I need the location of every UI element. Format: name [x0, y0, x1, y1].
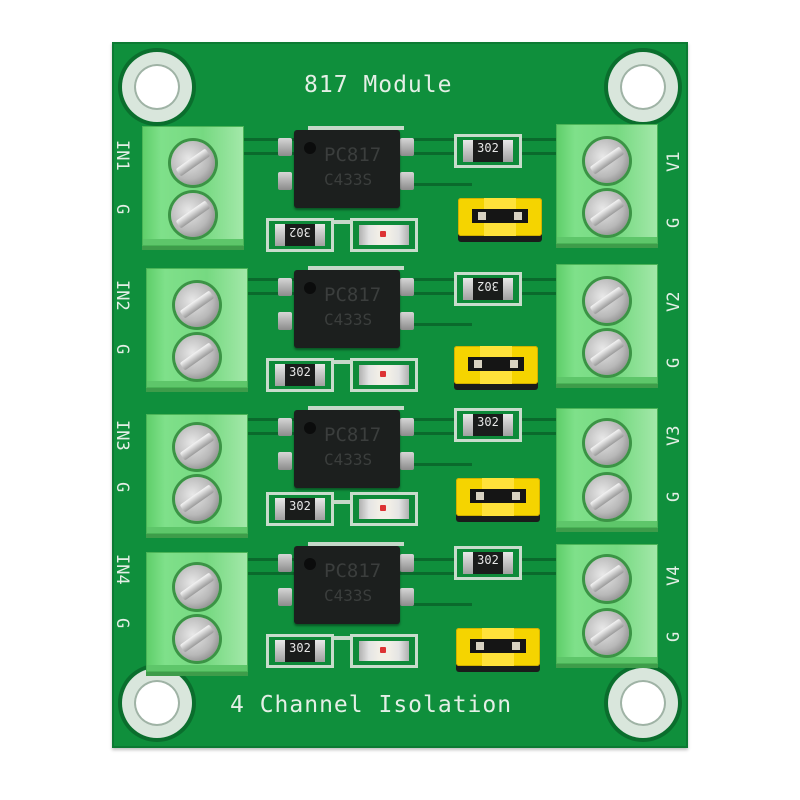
jumper-cap-3[interactable] [456, 478, 540, 516]
resistor-top-3: 302 [454, 408, 522, 442]
output-ground-label-2: G [664, 357, 684, 368]
output-ground-label-4: G [664, 631, 684, 642]
terminal-screw[interactable] [175, 617, 219, 661]
output-label-v4: V4 [664, 565, 684, 586]
resistor-bottom-2: 302 [266, 358, 334, 392]
board-title: 817 Module [304, 72, 453, 98]
output-ground-label-1: G [664, 217, 684, 228]
indicator-led-2 [350, 358, 418, 392]
terminal-screw[interactable] [175, 283, 219, 327]
terminal-screw[interactable] [585, 191, 629, 235]
resistor-bottom-4: 302 [266, 634, 334, 668]
jumper-cap-2[interactable] [454, 346, 538, 384]
output-terminal-block-1[interactable] [553, 121, 661, 249]
optocoupler-chip-1: PC817 C433S [294, 130, 400, 208]
resistor-top-2: 302 [454, 272, 522, 306]
optocoupler-chip-2: PC817 C433S [294, 270, 400, 348]
chip-date-code: C433S [324, 450, 373, 469]
input-ground-label-3: G [112, 482, 132, 493]
mounting-hole-bottom-left [122, 668, 192, 738]
resistor-bottom-3: 302 [266, 492, 334, 526]
chip-date-code: C433S [324, 310, 373, 329]
chip-date-code: C433S [324, 170, 373, 189]
indicator-led-1 [350, 218, 418, 252]
input-terminal-block-2[interactable] [143, 265, 251, 393]
output-ground-label-3: G [664, 491, 684, 502]
input-label-in4: IN4 [112, 554, 132, 585]
terminal-screw[interactable] [175, 477, 219, 521]
output-label-v2: V2 [664, 291, 684, 312]
jumper-cap-4[interactable] [456, 628, 540, 666]
output-terminal-block-3[interactable] [553, 405, 661, 533]
terminal-screw[interactable] [175, 425, 219, 469]
input-label-in1: IN1 [112, 140, 132, 171]
input-terminal-block-3[interactable] [143, 411, 251, 539]
resistor-top-4: 302 [454, 546, 522, 580]
optocoupler-chip-3: PC817 C433S [294, 410, 400, 488]
chip-part-number: PC817 [324, 424, 382, 446]
chip-part-number: PC817 [324, 144, 382, 166]
terminal-screw[interactable] [585, 139, 629, 183]
chip-part-number: PC817 [324, 284, 382, 306]
indicator-led-4 [350, 634, 418, 668]
resistor-top-1: 302 [454, 134, 522, 168]
input-ground-label-4: G [112, 618, 132, 629]
chip-date-code: C433S [324, 586, 373, 605]
terminal-screw[interactable] [585, 475, 629, 519]
terminal-screw[interactable] [175, 335, 219, 379]
jumper-cap-1[interactable] [458, 198, 542, 236]
indicator-led-3 [350, 492, 418, 526]
input-terminal-block-1[interactable] [139, 123, 247, 251]
terminal-screw[interactable] [175, 565, 219, 609]
input-label-in3: IN3 [112, 420, 132, 451]
output-terminal-block-2[interactable] [553, 261, 661, 389]
terminal-screw[interactable] [171, 141, 215, 185]
board-subtitle: 4 Channel Isolation [230, 692, 513, 718]
output-label-v1: V1 [664, 151, 684, 172]
mounting-hole-top-left [122, 52, 192, 122]
terminal-screw[interactable] [171, 193, 215, 237]
optocoupler-chip-4: PC817 C433S [294, 546, 400, 624]
input-terminal-block-4[interactable] [143, 549, 251, 677]
terminal-screw[interactable] [585, 331, 629, 375]
mounting-hole-bottom-right [608, 668, 678, 738]
input-ground-label-2: G [112, 344, 132, 355]
terminal-screw[interactable] [585, 557, 629, 601]
output-terminal-block-4[interactable] [553, 541, 661, 669]
mounting-hole-top-right [608, 52, 678, 122]
terminal-screw[interactable] [585, 611, 629, 655]
resistor-bottom-1: 302 [266, 218, 334, 252]
chip-part-number: PC817 [324, 560, 382, 582]
output-label-v3: V3 [664, 425, 684, 446]
input-label-in2: IN2 [112, 280, 132, 311]
pcb-board: 817 Module 4 Channel Isolation IN1 G PC8… [112, 42, 688, 748]
input-ground-label-1: G [112, 204, 132, 215]
terminal-screw[interactable] [585, 421, 629, 465]
terminal-screw[interactable] [585, 279, 629, 323]
